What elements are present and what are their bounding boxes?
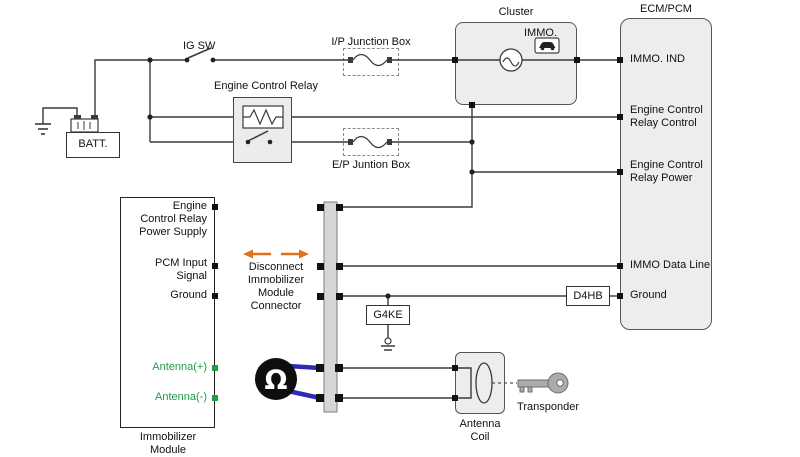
label-line: Disconnect bbox=[248, 261, 304, 273]
label-line: Antenna bbox=[459, 418, 501, 430]
ecm-pcm-box bbox=[620, 18, 712, 330]
ecm-pin-immo-data-line: IMMO Data Line bbox=[630, 259, 711, 271]
engine-code-d4hb-box: D4HB bbox=[566, 286, 610, 306]
ig-switch-label: IG SW bbox=[183, 40, 216, 52]
antenna-coil-box bbox=[455, 352, 505, 414]
ecm-title: ECM/PCM bbox=[640, 3, 692, 15]
ep-junction-fuse-box bbox=[343, 128, 399, 156]
ground-icon-g4ke bbox=[381, 337, 395, 351]
ecm-pin-relay-control: Engine Control Relay Control bbox=[630, 104, 703, 130]
ohmmeter-leads bbox=[287, 363, 321, 401]
transponder-label: Transponder bbox=[517, 401, 579, 413]
module-pin-antenna-plus: Antenna(+) bbox=[152, 361, 207, 373]
module-connector-bar bbox=[323, 201, 338, 413]
engine-code-g4ke-box: G4KE bbox=[366, 305, 410, 325]
immobilizer-module-title: Immobilizer Module bbox=[118, 431, 218, 457]
module-pin-relay-power-supply: Engine Control Relay Power Supply bbox=[122, 200, 207, 239]
label-line: PCM Input bbox=[155, 257, 207, 269]
label-line: Immobilizer bbox=[139, 431, 197, 443]
immobilizer-module-box bbox=[120, 197, 215, 428]
label-line: Relay Control bbox=[630, 117, 697, 129]
label-line: Coil bbox=[470, 431, 490, 443]
label-line: Control Relay bbox=[140, 213, 207, 225]
label-line: Signal bbox=[176, 270, 207, 282]
cluster-box bbox=[455, 22, 577, 105]
immo-lamp-label: IMMO. bbox=[524, 27, 557, 39]
engine-control-relay-label: Engine Control Relay bbox=[214, 80, 318, 92]
antenna-coil-label: Antenna Coil bbox=[446, 418, 514, 444]
ohmmeter-icon: Ω bbox=[255, 358, 297, 400]
module-pin-ground: Ground bbox=[170, 289, 207, 301]
module-pin-pcm-input-signal: PCM Input Signal bbox=[122, 257, 207, 283]
label-line: Power Supply bbox=[139, 226, 207, 238]
transponder-key-icon bbox=[517, 372, 569, 394]
module-pin-antenna-minus: Antenna(-) bbox=[155, 391, 207, 403]
label-line: Module bbox=[149, 444, 187, 456]
disconnect-note: Disconnect Immobilizer Module Connector bbox=[234, 261, 318, 313]
ip-junction-fuse-box bbox=[343, 48, 399, 76]
label-line: Connector bbox=[250, 300, 302, 312]
label-line: Engine Control bbox=[630, 104, 703, 116]
ip-junction-label: I/P Junction Box bbox=[331, 36, 411, 48]
chassis-ground-icon bbox=[35, 123, 51, 135]
cluster-title: Cluster bbox=[498, 6, 534, 18]
ecm-pin-immo-ind: IMMO. IND bbox=[630, 53, 685, 65]
disconnect-arrows-icon bbox=[243, 249, 309, 259]
label-line: Immobilizer bbox=[247, 274, 305, 286]
ep-junction-label: E/P Juntion Box bbox=[331, 159, 411, 171]
engine-control-relay-box bbox=[233, 97, 292, 163]
ecm-pin-relay-power: Engine Control Relay Power bbox=[630, 159, 703, 185]
label-line: Module bbox=[257, 287, 295, 299]
ohm-symbol: Ω bbox=[265, 365, 288, 396]
label-line: Engine bbox=[172, 200, 207, 212]
label-line: Relay Power bbox=[630, 172, 693, 184]
ecm-pin-ground: Ground bbox=[630, 289, 667, 301]
battery-icon bbox=[70, 115, 99, 133]
label-line: Engine Control bbox=[630, 159, 703, 171]
battery-box: BATT. bbox=[66, 132, 120, 158]
